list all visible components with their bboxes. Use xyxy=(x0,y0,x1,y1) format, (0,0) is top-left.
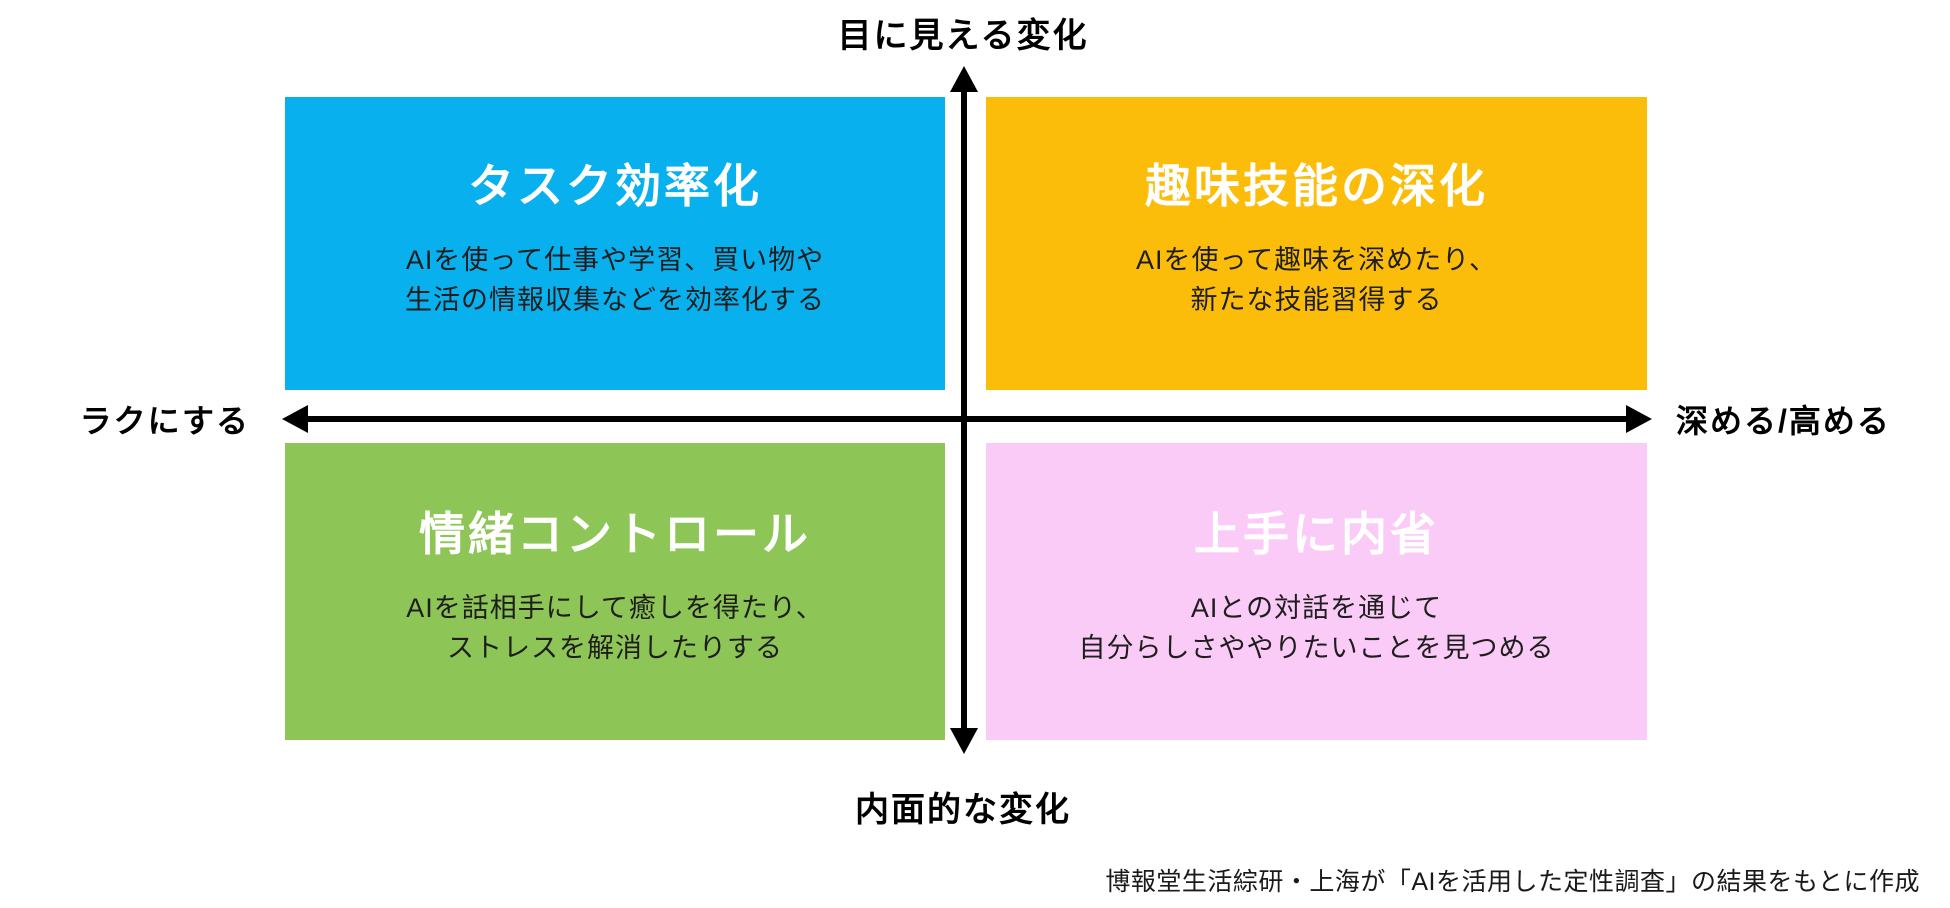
description-line: AIを話相手にして癒しを得たり、 xyxy=(406,592,824,623)
source-credit: 博報堂生活綜研・上海が「AIを活用した定性調査」の結果をもとに作成 xyxy=(1105,868,1920,896)
quadrant-description: AIを話相手にして癒しを得たり、 ストレスを解消したりする xyxy=(406,588,824,668)
description-line: AIを使って趣味を深めたり、 xyxy=(1135,244,1498,275)
description-line: ストレスを解消したりする xyxy=(447,632,783,663)
horizontal-axis-arrow xyxy=(282,405,1652,433)
description-line: 生活の情報収集などを効率化する xyxy=(405,284,825,315)
axis-label-right: 深める/高める xyxy=(1676,403,1891,439)
description-line: 新たな技能習得する xyxy=(1190,284,1443,315)
quadrant-task-efficiency: タスク効率化 AIを使って仕事や学習、買い物や 生活の情報収集などを効率化する xyxy=(285,97,945,390)
quadrant-title: 情緒コントロール xyxy=(419,508,811,561)
axis-label-bottom: 内面的な変化 xyxy=(855,791,1071,829)
description-line: 自分らしさややりたいことを見つめる xyxy=(1078,632,1555,663)
quadrant-hobby-skill-deepening: 趣味技能の深化 AIを使って趣味を深めたり、 新たな技能習得する xyxy=(986,97,1647,390)
vertical-axis-arrow xyxy=(950,66,978,754)
quadrant-description: AIを使って仕事や学習、買い物や 生活の情報収集などを効率化する xyxy=(405,240,825,320)
axis-label-left: ラクにする xyxy=(79,403,250,439)
quadrant-emotion-control: 情緒コントロール AIを話相手にして癒しを得たり、 ストレスを解消したりする xyxy=(285,443,945,740)
axis-label-top: 目に見える変化 xyxy=(837,17,1089,55)
quadrant-description: AIとの対話を通じて 自分らしさややりたいことを見つめる xyxy=(1079,588,1555,668)
quadrant-description: AIを使って趣味を深めたり、 新たな技能習得する xyxy=(1136,240,1497,320)
quadrant-title: 上手に内省 xyxy=(1194,508,1439,561)
quadrant-skillful-introspection: 上手に内省 AIとの対話を通じて 自分らしさややりたいことを見つめる xyxy=(986,443,1647,740)
description-line: AIとの対話を通じて xyxy=(1190,592,1443,623)
description-line: AIを使って仕事や学習、買い物や xyxy=(405,244,825,275)
quadrant-title: タスク効率化 xyxy=(468,160,762,213)
quadrant-title: 趣味技能の深化 xyxy=(1145,160,1488,213)
